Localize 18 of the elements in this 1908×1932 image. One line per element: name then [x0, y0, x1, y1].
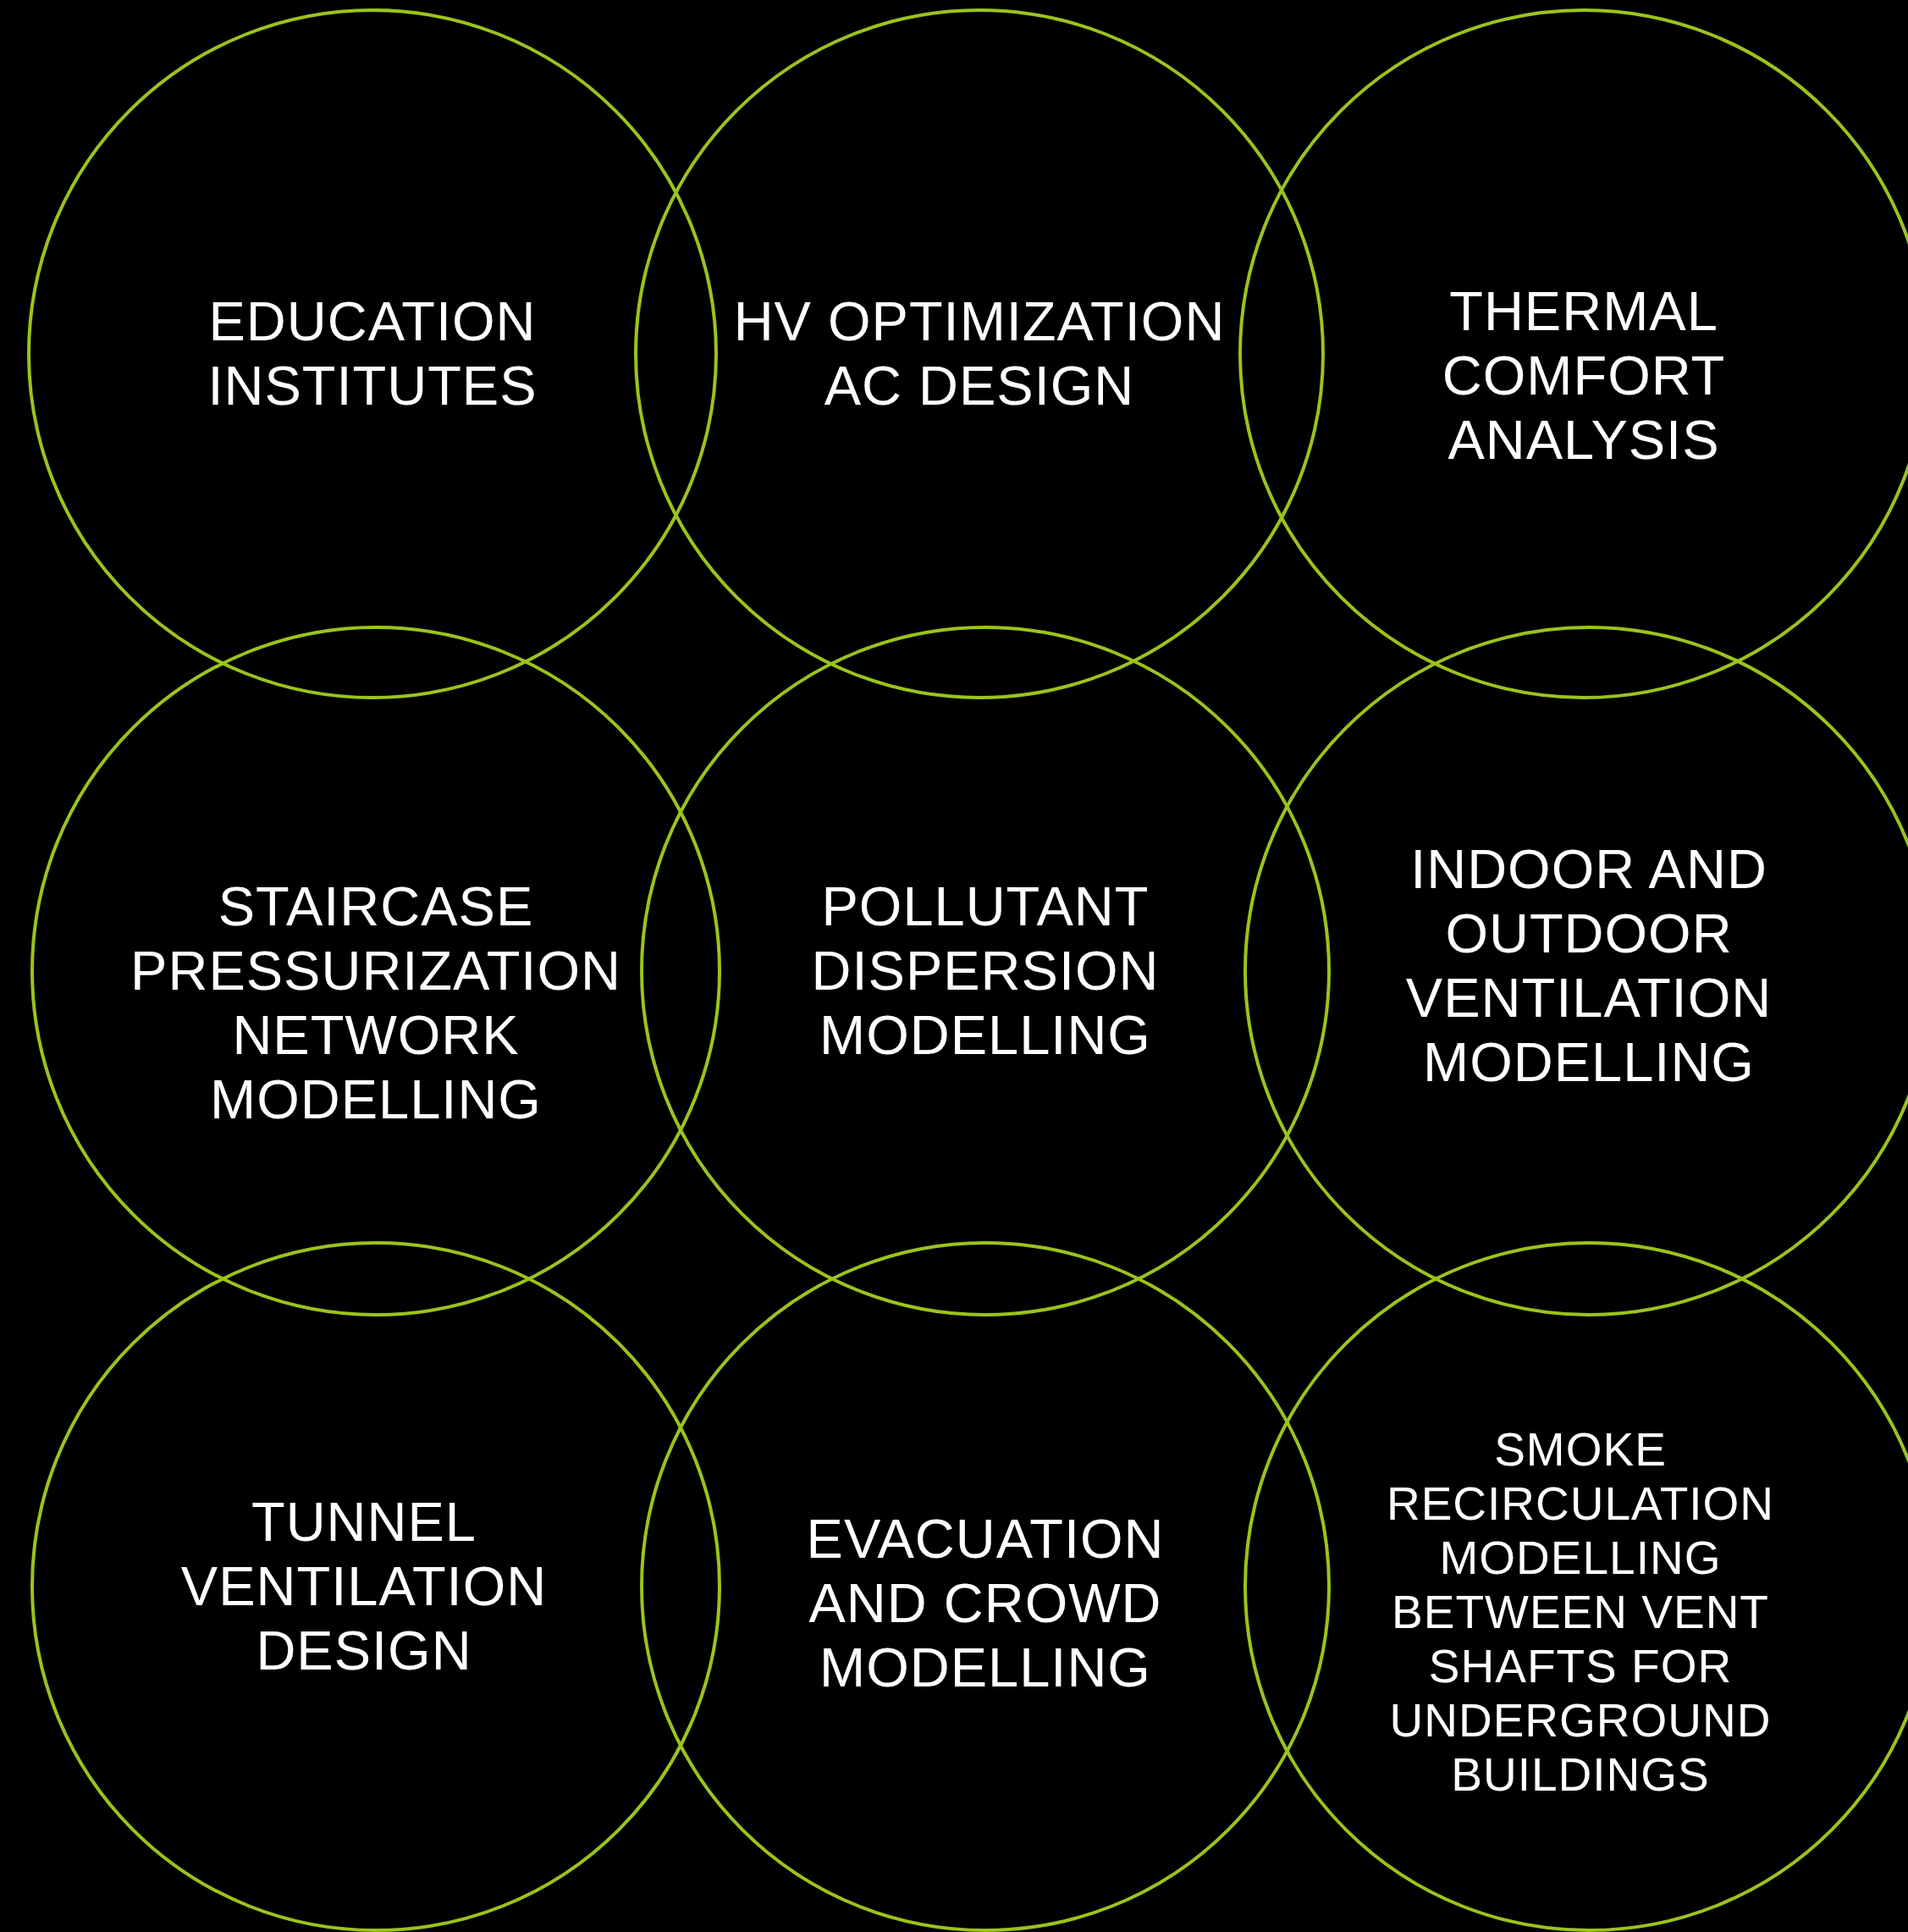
circle-label: EDUCATION INSTITUTES — [207, 290, 538, 418]
circle — [640, 1241, 1331, 1932]
circle-label: TUNNEL VENTILATION DESIGN — [179, 1490, 549, 1683]
circle — [1238, 8, 1908, 699]
circle-label: POLLUTANT DISPERSION MODELLING — [810, 875, 1161, 1068]
circle-label: THERMAL COMFORT ANALYSIS — [1441, 279, 1727, 472]
circle-label: INDOOR AND OUTDOOR VENTILATION MODELLING — [1404, 837, 1773, 1095]
circle — [640, 626, 1331, 1317]
circle — [27, 8, 718, 699]
circle — [634, 8, 1325, 699]
circle — [1244, 626, 1908, 1317]
circle-label: SMOKE RECIRCULATION MODELLING BETWEEN VENT SHAFTS FOR UNDERGROUND BUILDINGS — [1385, 1422, 1776, 1802]
circle-label: HV OPTIMIZATION AC DESIGN — [732, 290, 1227, 418]
circle — [30, 1241, 721, 1932]
circle-label: STAIRCASE PRESSURIZATION NETWORK MODELLING — [130, 875, 622, 1132]
circle — [30, 626, 721, 1317]
circle-label: EVACUATION AND CROWD MODELLING — [805, 1507, 1166, 1700]
circle — [1244, 1241, 1908, 1932]
